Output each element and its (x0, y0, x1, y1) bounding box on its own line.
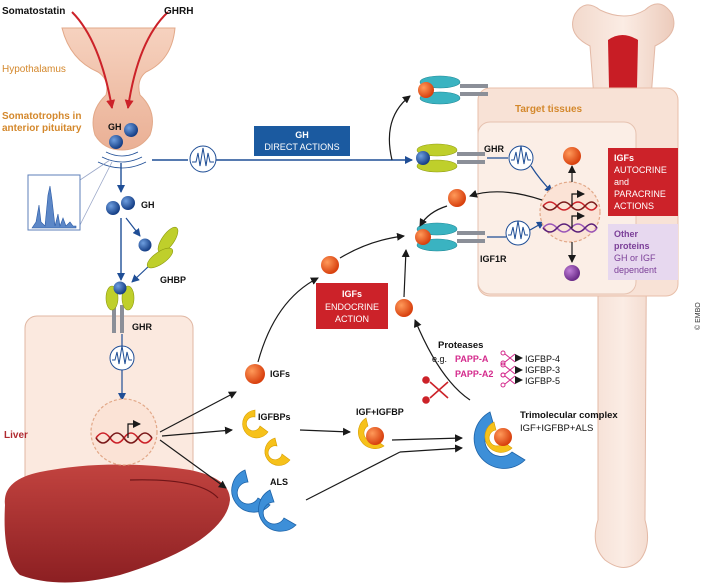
papp-a2-label: PAPP-A2 (455, 369, 493, 379)
pulse-wave-icon (508, 145, 534, 171)
igfs-autocrine-box (608, 148, 678, 216)
liver-nucleus (90, 398, 158, 466)
liver-organ (4, 464, 231, 583)
ghbp-label: GHBP (160, 275, 186, 285)
igf-igfbp-complex (358, 417, 385, 449)
pulse-wave-icon (189, 145, 217, 173)
autocrine-loop-arrow (419, 205, 448, 227)
ghbp-flow-arrow (131, 264, 151, 283)
igfs-autocrine-line3: PARACRINE (614, 189, 666, 199)
igf-molecule (448, 189, 466, 207)
proteases-title: Proteases (438, 340, 483, 351)
copyright-label: © EMBO (694, 302, 702, 330)
gh-direct-actions-box (254, 126, 350, 156)
somatostatin-path (71, 11, 116, 109)
igfs-endocrine-box (316, 283, 388, 329)
ghrh-label: GHRH (164, 6, 193, 17)
gh-molecule (124, 123, 138, 137)
gh-molecule (109, 135, 123, 149)
pituitary-zoom-line (79, 159, 111, 181)
somatotrophs-label-line1: Somatotrophs in (2, 111, 81, 122)
ghr-target-label: GHR (484, 144, 505, 154)
gh-direct-box-title: GH (295, 130, 309, 140)
igfs-endocrine-title: IGFs (342, 289, 362, 299)
other-proteins-box (608, 224, 678, 280)
igfbp-to-complex-arrow (299, 427, 351, 436)
gh-molecule (106, 201, 120, 215)
igfbp-molecules (242, 409, 291, 466)
trimolecular-subtitle: IGF+IGFBP+ALS (520, 423, 593, 434)
igfbps-label: IGFBPs (258, 412, 291, 422)
igfs-endocrine-line2: ACTION (335, 314, 369, 324)
igf-molecule (245, 364, 265, 384)
somatotrophs-label-line2: anterior pituitary (2, 123, 82, 134)
als-molecules (231, 469, 297, 532)
scissors-icon (422, 376, 449, 404)
pulse-wave-icon (505, 220, 531, 246)
ghr-receptor-liver (105, 281, 135, 333)
igfbp5-label: IGFBP-5 (525, 376, 560, 386)
igf-release-arrow (414, 319, 471, 401)
igfs-endocrine-line1: ENDOCRINE (325, 302, 379, 312)
igfs-autocrine-title: IGFs (614, 153, 634, 163)
trimolecular-complex (473, 411, 526, 469)
trimolecular-title: Trimolecular complex (520, 410, 618, 421)
igf1r-label: IGF1R (480, 254, 507, 264)
pituitary-zoom-line (79, 161, 113, 226)
igf-internalization-arrow (388, 95, 411, 161)
other-proteins-line2: dependent (614, 265, 657, 275)
igf-molecule (563, 147, 581, 165)
igfbp3-label: IGFBP-3 (525, 365, 560, 375)
other-proteins-line1: GH or IGF (614, 253, 656, 263)
pulsatile-secretion-icon (27, 174, 81, 231)
igf1r-receptor-top (418, 75, 488, 105)
igfs-output-arrow (159, 391, 237, 433)
als-label: ALS (270, 477, 288, 487)
igf-igfbp-label: IGF+IGFBP (356, 407, 404, 417)
igf-to-receptor-arrow (401, 249, 410, 298)
other-proteins-title2: proteins (614, 241, 650, 251)
other-protein-molecule (564, 265, 580, 281)
papp-a-label: PAPP-A (455, 354, 489, 364)
igfbp4-label: IGFBP-4 (525, 354, 560, 364)
autocrine-loop-arrow (469, 189, 543, 201)
somatostatin-label: Somatostatin (2, 6, 65, 17)
igf1r-receptor (415, 222, 485, 252)
pituitary-gland (61, 27, 176, 151)
ghr-liver-label: GHR (132, 322, 153, 332)
igfs-autocrine-line4: ACTIONS (614, 201, 654, 211)
igfs-label: IGFs (270, 369, 290, 379)
target-tissues-label: Target tissues (515, 104, 582, 115)
liver-label: Liver (4, 430, 28, 441)
proteases-eg: e.g. (432, 354, 447, 364)
secretion-waves (97, 151, 147, 169)
igf-endocrine-arrow (339, 232, 405, 259)
ghbp-molecule (138, 226, 179, 269)
complex-to-trimolecular-arrow (391, 434, 463, 443)
igf-molecule (395, 299, 413, 317)
gh-direct-box-subtitle: DIRECT ACTIONS (264, 142, 339, 152)
igf-endocrine-arrow (257, 277, 319, 363)
als-to-trimolecular-arrow (305, 451, 401, 501)
als-output-arrow (159, 439, 227, 489)
ghr-receptor-target (416, 143, 485, 173)
igfs-autocrine-line2: and (614, 177, 629, 187)
other-proteins-title1: Other (614, 229, 639, 239)
scissors-icon (500, 350, 516, 366)
gh-circulating-label: GH (141, 200, 155, 210)
igf-molecule (321, 256, 339, 274)
scissors-icon (500, 372, 516, 388)
igfbps-output-arrow (161, 426, 233, 437)
target-nucleus (539, 181, 601, 243)
gh-molecule (121, 196, 135, 210)
hypothalamus-label: Hypothalamus (2, 64, 66, 75)
igfs-autocrine-line1: AUTOCRINE (614, 165, 667, 175)
als-to-trimolecular-arrow (399, 444, 463, 453)
pulse-wave-icon (109, 345, 135, 371)
gh-pituitary-label: GH (108, 122, 122, 132)
ghbp-flow-arrow (125, 217, 141, 237)
ghrh-path (124, 11, 169, 109)
